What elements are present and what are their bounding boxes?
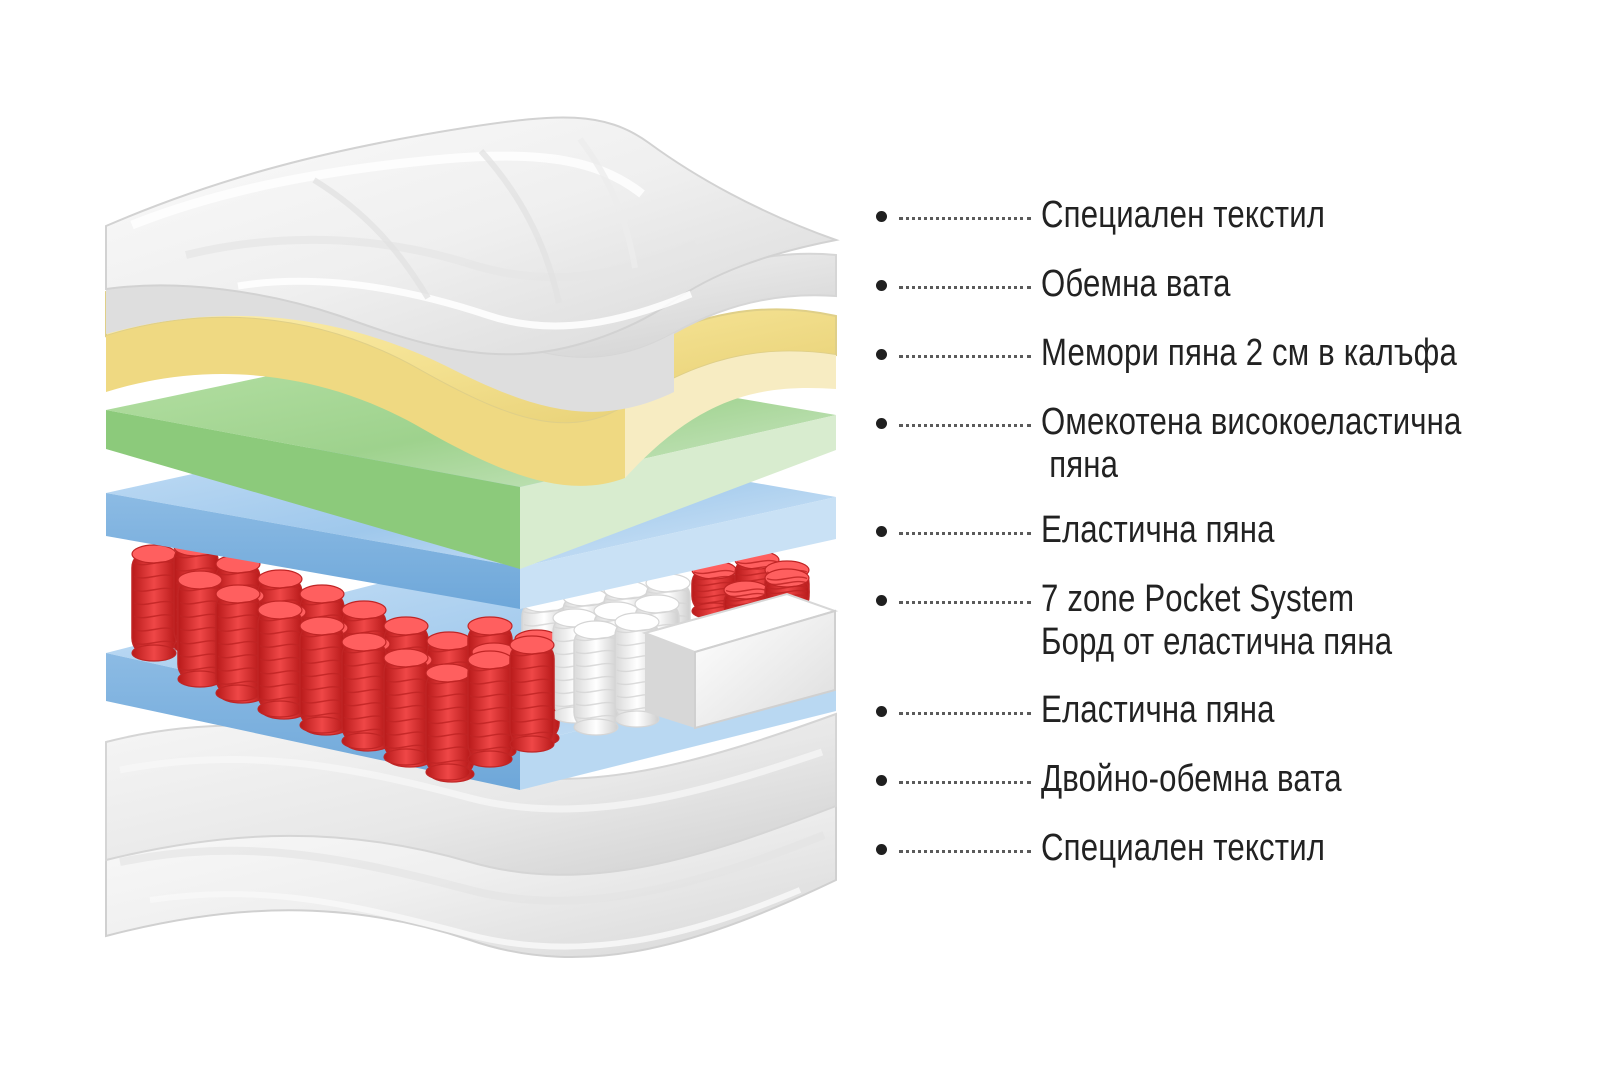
legend-label-line: Борд от еластична пяна <box>1041 621 1393 663</box>
pocket-spring <box>383 648 429 766</box>
dotted-leader <box>899 712 1031 715</box>
legend-label-line: Специален текстил <box>1041 194 1326 236</box>
pocket-spring <box>299 616 345 734</box>
dotted-leader <box>899 532 1031 535</box>
dotted-leader <box>899 424 1031 427</box>
legend-item-soft-high-elastic-foam: Омекотена високоеластична пяна <box>876 401 1566 493</box>
legend-item-special-textile-top: Специален текстил <box>876 194 1566 242</box>
legend-label-line: Еластична пяна <box>1041 509 1275 551</box>
legend-label-line: Омекотена високоеластична <box>1041 401 1462 443</box>
legend-label-line: Мемори пяна 2 см в калъфа <box>1041 332 1457 374</box>
legend-label: Двойно-обемна вата <box>1041 758 1342 801</box>
dotted-leader <box>899 781 1031 784</box>
pocket-spring <box>509 635 555 753</box>
legend-item-pocket-system: 7 zone Pocket System Борд от еластична п… <box>876 578 1566 670</box>
legend-label-line: пяна <box>1049 444 1119 486</box>
dotted-leader <box>899 286 1031 289</box>
legend-label: Еластична пяна <box>1041 509 1275 552</box>
pocket-spring <box>341 632 387 750</box>
legend-item-elastic-foam-lower: Еластична пяна <box>876 689 1566 737</box>
top-textile-layer <box>105 116 840 356</box>
legend-item-memory-foam: Мемори пяна 2 см в калъфа <box>876 332 1566 380</box>
pocket-spring <box>425 663 471 781</box>
legend-label-line: Двойно-обемна вата <box>1041 758 1342 800</box>
dotted-leader <box>899 601 1031 604</box>
dotted-leader <box>899 850 1031 853</box>
legend-label-line: 7 zone Pocket System <box>1041 578 1355 620</box>
legend-item-special-textile-bottom: Специален текстил <box>876 827 1566 875</box>
soft-pocket-spring <box>573 620 619 736</box>
legend-label: Обемна вата <box>1041 263 1231 306</box>
legend-label: Специален текстил <box>1041 194 1325 237</box>
legend-item-elastic-foam-upper: Еластична пяна <box>876 509 1566 557</box>
legend-label-line: Специален текстил <box>1041 827 1326 869</box>
mattress-layer-diagram <box>105 116 840 959</box>
dotted-leader <box>899 355 1031 358</box>
foam-side-board <box>641 592 839 730</box>
legend-label: Омекотена високоеластична пяна <box>1041 401 1462 487</box>
pocket-spring <box>177 570 223 688</box>
legend-label: Еластична пяна <box>1041 689 1275 732</box>
legend-label: Специален текстил <box>1041 827 1325 870</box>
legend-item-batting: Обемна вата <box>876 263 1566 311</box>
legend-label-line: Обемна вата <box>1041 263 1231 305</box>
pocket-spring <box>215 584 261 702</box>
pocket-spring <box>467 650 513 768</box>
legend-label: 7 zone Pocket System Борд от еластична п… <box>1041 578 1392 664</box>
pocket-spring <box>131 544 177 662</box>
dotted-leader <box>899 217 1031 220</box>
pocket-spring <box>257 600 303 718</box>
legend-label-line: Еластична пяна <box>1041 689 1275 731</box>
legend-label: Мемори пяна 2 см в калъфа <box>1041 332 1457 375</box>
legend-item-double-batting: Двойно-обемна вата <box>876 758 1566 806</box>
